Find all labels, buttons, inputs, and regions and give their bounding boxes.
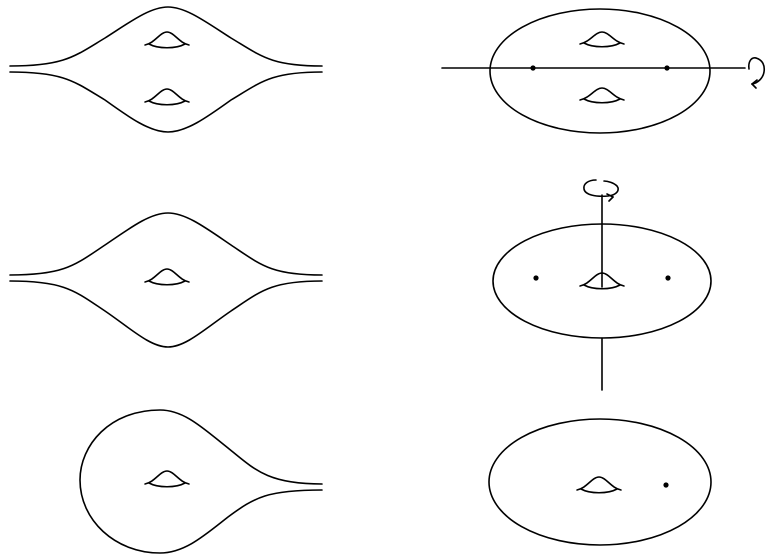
handle-icon <box>145 32 189 48</box>
surface-outline <box>490 9 710 133</box>
panel-genus2-two-ends <box>10 7 322 132</box>
handle-icon <box>145 269 189 285</box>
panel-genus2-horizontal-axis <box>442 9 764 133</box>
marked-point <box>533 275 538 280</box>
handle-icon <box>577 477 621 493</box>
surface-outline <box>80 410 322 553</box>
marked-point <box>664 65 669 70</box>
handle-icon <box>145 471 189 487</box>
panel-genus1-one-end <box>80 410 322 553</box>
marked-point <box>663 482 668 487</box>
surface-outline-bottom <box>10 281 322 347</box>
handle-icon <box>580 32 624 47</box>
rotation-arrow-icon <box>749 58 764 88</box>
rotation-arrow-icon <box>584 180 618 201</box>
surface-outline-top <box>10 7 322 66</box>
handle-icon <box>145 89 189 105</box>
surface-outline-top <box>10 213 322 275</box>
surface-outline-bottom <box>10 72 322 132</box>
marked-point <box>665 275 670 280</box>
handle-icon <box>580 88 624 103</box>
panel-genus1-two-ends <box>10 213 322 347</box>
marked-point <box>530 65 535 70</box>
panel-genus1-one-point <box>489 419 711 545</box>
panel-genus1-vertical-axis <box>493 180 711 390</box>
surface-outline <box>489 419 711 545</box>
